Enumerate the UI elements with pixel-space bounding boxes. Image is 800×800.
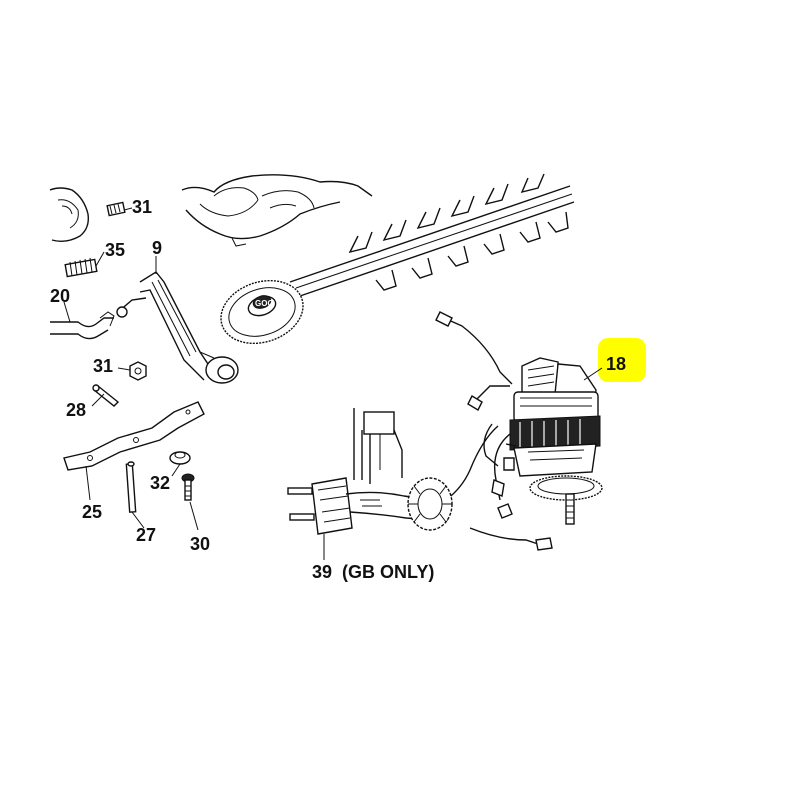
label-9: 9: [152, 238, 162, 258]
screw-30: [181, 473, 195, 501]
leader-lines-left: [63, 207, 199, 531]
housing-fragment-left: [49, 187, 90, 243]
label-31-bottom: 31: [93, 356, 113, 376]
rod-27: [125, 461, 137, 513]
label-32: 32: [150, 473, 170, 493]
label-18: 18: [606, 354, 626, 374]
pivot-arm-9: [116, 271, 239, 384]
label-39-gb-only: 39 (GB ONLY): [312, 562, 434, 582]
spring-31-top: [106, 201, 126, 217]
label-27: 27: [136, 525, 156, 545]
lever-20: [50, 311, 115, 340]
nut-31-bottom: [129, 361, 147, 381]
spring-35: [64, 257, 98, 278]
label-35: 35: [105, 240, 125, 260]
label-30: 30: [190, 534, 210, 554]
plate-25: [63, 401, 205, 471]
part-labels: 31 35 9 20 31 28 25 27 32 30 18 39 (GB O…: [50, 197, 626, 582]
svg-text:GOO: GOO: [255, 299, 274, 308]
plug-assembly-39: [287, 408, 499, 560]
motor-18: [435, 311, 646, 551]
label-20: 20: [50, 286, 70, 306]
pin-28: [92, 384, 120, 407]
washer-32: [169, 451, 191, 465]
label-25: 25: [82, 502, 102, 522]
label-31-top: 31: [132, 197, 152, 217]
label-28: 28: [66, 400, 86, 420]
blade-assembly: GOO: [181, 173, 575, 345]
